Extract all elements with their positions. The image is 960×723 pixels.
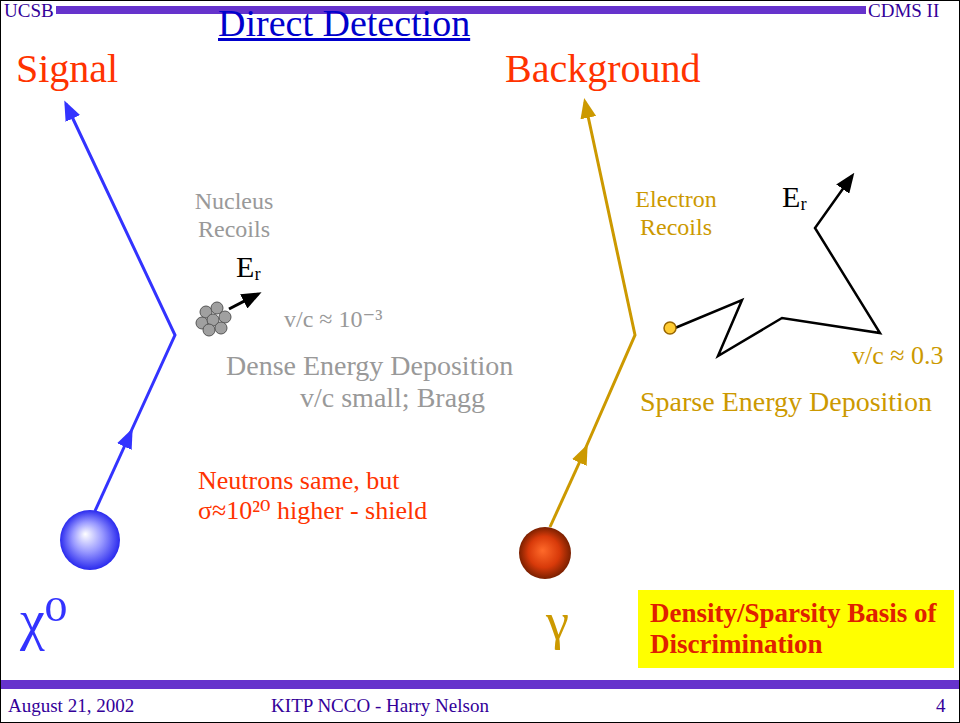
velocity-label: v/c ≈ 0.3 xyxy=(852,341,944,371)
wimp-particle xyxy=(60,510,120,570)
gamma-particle xyxy=(519,527,571,579)
slide-title: Direct Detection xyxy=(218,2,470,46)
footer-date: August 21, 2002 xyxy=(8,695,134,717)
electron-dot xyxy=(664,322,676,334)
gamma-track xyxy=(583,102,635,454)
page-number: 4 xyxy=(936,695,946,717)
column-heading: Signal xyxy=(16,46,118,92)
particle-symbol: γ xyxy=(546,592,569,652)
recoil-arrow xyxy=(229,294,258,309)
particle-symbol: χ⁰ xyxy=(20,588,67,652)
gamma-track xyxy=(550,448,586,527)
footer-bar xyxy=(1,680,959,689)
velocity-label: v/c ≈ 10⁻³ xyxy=(284,306,382,334)
recoil-label: Electron Recoils xyxy=(626,186,726,241)
column-heading: Background xyxy=(505,46,701,92)
recoil-label: Nucleus Recoils xyxy=(186,188,282,243)
header-left: UCSB xyxy=(4,0,54,22)
energy-label: Eᵣ xyxy=(782,180,807,215)
footer-author: KITP NCCO - Harry Nelson xyxy=(240,695,520,717)
wimp-track xyxy=(66,104,175,438)
deposition-note: v/c small; Bragg xyxy=(300,382,485,414)
box-text: Density/Sparsity Basis of Discrimination xyxy=(650,598,942,660)
highlight-box: Density/Sparsity Basis of Discrimination xyxy=(638,590,954,668)
header-right: CDMS II xyxy=(868,0,939,22)
energy-label: Eᵣ xyxy=(236,250,261,285)
neutron-note: Neutrons same, but σ≈10²⁰ higher - shiel… xyxy=(198,466,448,526)
deposition-label: Sparse Energy Deposition xyxy=(640,386,932,418)
wimp-track xyxy=(95,432,131,511)
deposition-label: Dense Energy Deposition xyxy=(226,350,513,382)
nucleus-cluster xyxy=(196,302,231,336)
